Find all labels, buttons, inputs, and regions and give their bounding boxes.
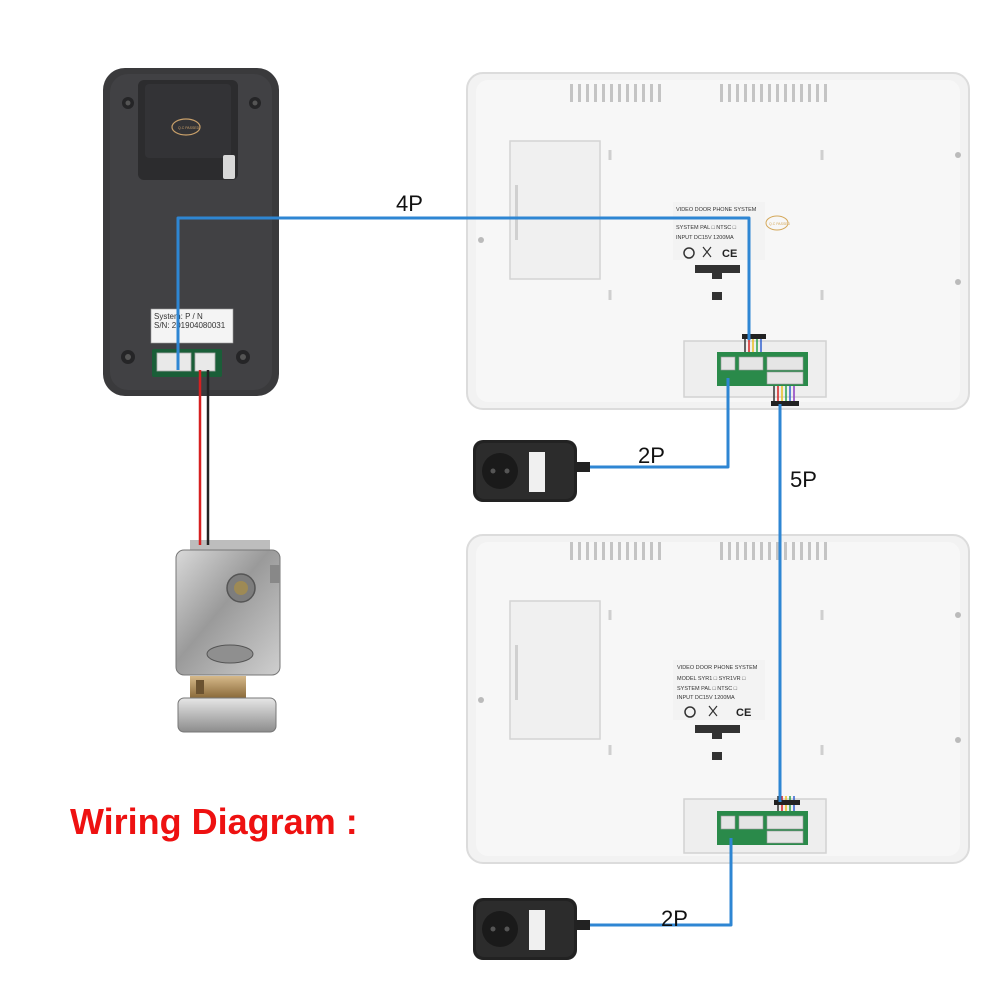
power-adapter-1 bbox=[473, 440, 590, 502]
monitor2-ce-mark: CE bbox=[736, 707, 751, 719]
qc-badge-icon: Q.C PASSED bbox=[171, 118, 201, 136]
doorbell-badge-text: Q.C PASSED bbox=[178, 126, 200, 130]
cable-4p bbox=[176, 216, 751, 370]
sticker-serial: S/N: 201904080031 bbox=[154, 321, 226, 330]
monitor2-label-system: SYSTEM PAL □ NTSC □ bbox=[677, 686, 738, 692]
cable-2p-monitor1 bbox=[590, 378, 730, 469]
diagram-title: Wiring Diagram : bbox=[70, 801, 358, 842]
serial-sticker: System: P / N S/N: 201904080031 bbox=[150, 308, 234, 344]
power-adapter-2 bbox=[473, 898, 590, 960]
monitor2-label-model: MODEL SYR1 □ SYR1VR □ bbox=[677, 676, 746, 682]
monitor1-label-input: INPUT DC15V 1200MA bbox=[676, 235, 734, 241]
monitor2-label-input: INPUT DC15V 1200MA bbox=[677, 695, 735, 701]
monitor1-label-system: SYSTEM PAL □ NTSC □ bbox=[676, 225, 737, 231]
label-4p: 4P bbox=[396, 191, 423, 216]
qc-badge-icon: Q.C PASSED bbox=[765, 215, 791, 231]
monitor1-ce-mark: CE bbox=[722, 248, 737, 260]
monitor2-label-title: VIDEO DOOR PHONE SYSTEM bbox=[677, 665, 758, 671]
label-2p-monitor1: 2P bbox=[638, 443, 665, 468]
monitor1-label-title: VIDEO DOOR PHONE SYSTEM bbox=[676, 207, 757, 213]
label-5p: 5P bbox=[790, 467, 817, 492]
label-2p-monitor2: 2P bbox=[661, 906, 688, 931]
cable-2p-monitor2 bbox=[590, 838, 733, 927]
monitor2-label: VIDEO DOOR PHONE SYSTEM MODEL SYR1 □ SYR… bbox=[673, 660, 765, 720]
doorbell-unit: Q.C PASSED System: P / N S/N: 2019040800… bbox=[103, 68, 279, 396]
monitor1-badge-text: Q.C PASSED bbox=[769, 222, 791, 226]
electric-lock bbox=[175, 540, 281, 733]
monitor1-label: VIDEO DOOR PHONE SYSTEM SYSTEM PAL □ NTS… bbox=[673, 202, 765, 260]
monitor-1: VIDEO DOOR PHONE SYSTEM SYSTEM PAL □ NTS… bbox=[466, 72, 970, 410]
monitor-2: VIDEO DOOR PHONE SYSTEM MODEL SYR1 □ SYR… bbox=[466, 534, 970, 864]
